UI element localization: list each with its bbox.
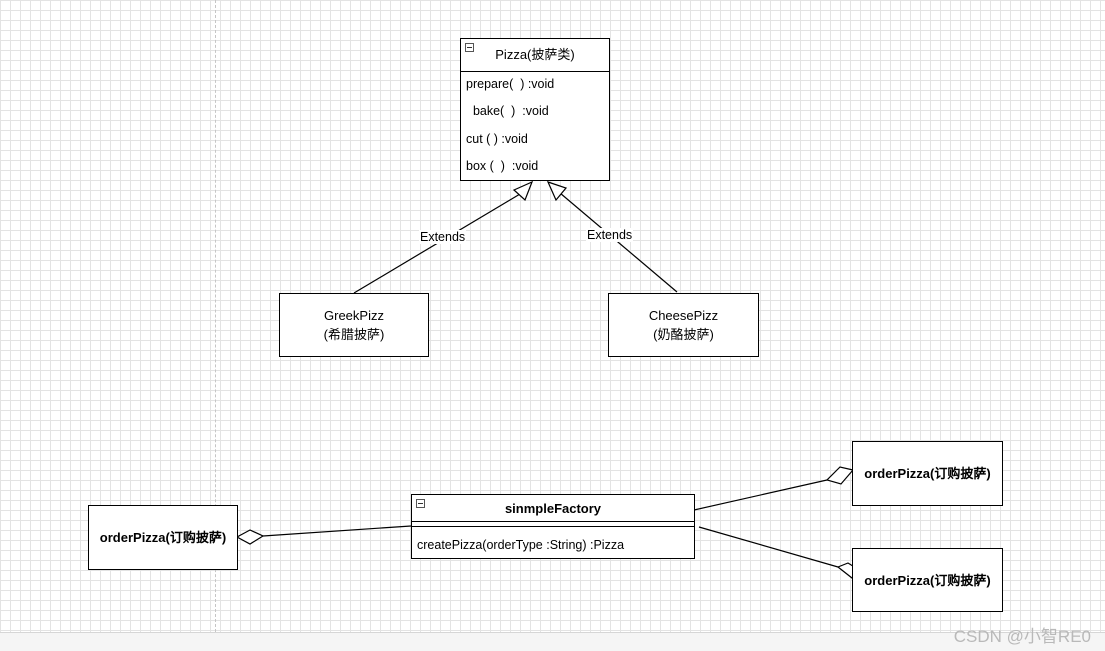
csdn-watermark: CSDN @小智RE0 bbox=[953, 627, 1091, 646]
collapse-toggle-icon[interactable] bbox=[416, 499, 425, 508]
extends-label-left[interactable]: Extends bbox=[419, 230, 467, 244]
aggregation-line-left bbox=[262, 525, 412, 537]
factory-class-header[interactable]: sinmpleFactory bbox=[412, 495, 694, 522]
cheese-pizza-subtitle: (奶酪披萨) bbox=[653, 327, 714, 342]
aggregation-diamond-top-right bbox=[825, 466, 855, 485]
inheritance-arrow-cheese bbox=[546, 181, 568, 202]
aggregation-diamond-left bbox=[235, 529, 265, 545]
pizza-method-prepare[interactable]: prepare( ) :void bbox=[466, 77, 555, 91]
order-pizza-label: orderPizza(订购披萨) bbox=[864, 572, 991, 588]
greek-pizza-subtitle: (希腊披萨) bbox=[323, 327, 385, 342]
greek-pizza-name: GreekPizz bbox=[324, 308, 384, 323]
factory-attributes-divider bbox=[412, 526, 694, 527]
extends-line-cheese bbox=[559, 192, 678, 293]
extends-label-right[interactable]: Extends bbox=[586, 228, 634, 242]
aggregation-line-bottom-right bbox=[698, 526, 839, 568]
order-pizza-box-top-right[interactable]: orderPizza(订购披萨) bbox=[852, 441, 1003, 506]
factory-method-create-pizza[interactable]: createPizza(orderType :String) :Pizza bbox=[417, 538, 625, 552]
pizza-method-bake[interactable]: bake( ) :void bbox=[466, 104, 549, 118]
greek-pizza-box[interactable]: GreekPizz (希腊披萨) bbox=[279, 293, 429, 357]
inheritance-arrow-greek bbox=[512, 180, 534, 202]
pizza-method-box[interactable]: box ( ) :void bbox=[466, 159, 539, 173]
cheese-pizza-box[interactable]: CheesePizz (奶酪披萨) bbox=[608, 293, 759, 357]
page-break-guide bbox=[215, 0, 216, 632]
factory-class-title: sinmpleFactory bbox=[504, 501, 602, 516]
pizza-class-header[interactable]: Pizza(披萨类) bbox=[461, 39, 609, 72]
order-pizza-label: orderPizza(订购披萨) bbox=[864, 466, 991, 481]
cheese-pizza-name: CheesePizz bbox=[648, 308, 719, 323]
order-pizza-box-bottom-right[interactable]: orderPizza(订购披萨) bbox=[852, 548, 1003, 612]
order-pizza-box-left[interactable]: orderPizza(订购披萨) bbox=[88, 505, 238, 570]
pizza-class-title: Pizza(披萨类) bbox=[495, 47, 575, 62]
aggregation-line-top-right bbox=[693, 479, 828, 511]
order-pizza-label: orderPizza(订购披萨) bbox=[99, 530, 227, 545]
pizza-method-cut[interactable]: cut ( ) :void bbox=[466, 132, 528, 146]
collapse-toggle-icon[interactable] bbox=[465, 43, 474, 52]
simple-factory-class[interactable]: sinmpleFactory createPizza(orderType :St… bbox=[411, 494, 695, 559]
pizza-class[interactable]: Pizza(披萨类) prepare( ) :void bake( ) :voi… bbox=[460, 38, 610, 181]
canvas-bottom-bar bbox=[0, 632, 1105, 651]
